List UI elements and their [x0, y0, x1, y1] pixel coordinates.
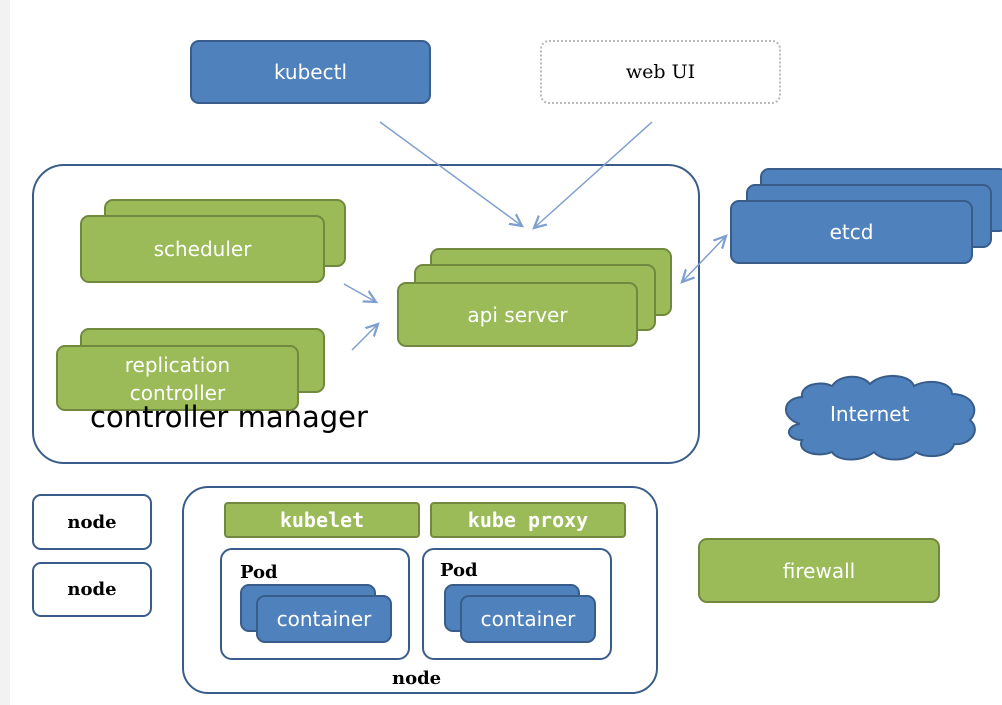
etcd-box: etcd	[730, 200, 973, 264]
pod-1	[220, 548, 410, 660]
scheduler-box: scheduler	[80, 215, 325, 283]
replication-controller-box: replication controller	[56, 345, 299, 411]
internet-label: Internet	[830, 402, 910, 426]
pod-2-container: container	[460, 595, 596, 643]
web-ui-label: web UI	[625, 61, 696, 83]
firewall-box: firewall	[698, 538, 940, 603]
scheduler-label: scheduler	[153, 237, 252, 261]
kubelet-label: kubelet	[279, 508, 365, 532]
firewall-label: firewall	[782, 558, 856, 583]
kube-proxy-box: kube proxy	[430, 502, 626, 538]
etcd-label: etcd	[829, 220, 874, 244]
pod-1-label: Pod	[240, 562, 278, 583]
pod-2-container-label: container	[480, 607, 576, 631]
controller-manager-group	[32, 164, 700, 464]
small-node-1-label: node	[67, 511, 117, 533]
api-server-label: api server	[467, 302, 568, 327]
pod-2	[422, 548, 612, 660]
node-group-label: node	[392, 668, 442, 689]
small-node-1: node	[32, 494, 152, 550]
controller-manager-label: controller manager	[90, 400, 368, 434]
pod-2-label: Pod	[440, 560, 478, 581]
diagram-canvas: kubectl web UI scheduler replication con…	[10, 0, 1002, 705]
replication-controller-label: replication controller	[124, 353, 231, 405]
node-group	[182, 486, 658, 694]
pod-1-container: container	[256, 595, 392, 643]
api-server-box: api server	[397, 282, 638, 347]
kubectl-box: kubectl	[190, 40, 431, 104]
kubelet-box: kubelet	[224, 502, 420, 538]
web-ui-box: web UI	[540, 40, 781, 104]
kube-proxy-label: kube proxy	[467, 508, 589, 532]
small-node-2-label: node	[67, 579, 117, 600]
small-node-2: node	[32, 562, 152, 617]
pod-1-container-label: container	[276, 607, 372, 631]
kubectl-label: kubectl	[273, 60, 348, 84]
